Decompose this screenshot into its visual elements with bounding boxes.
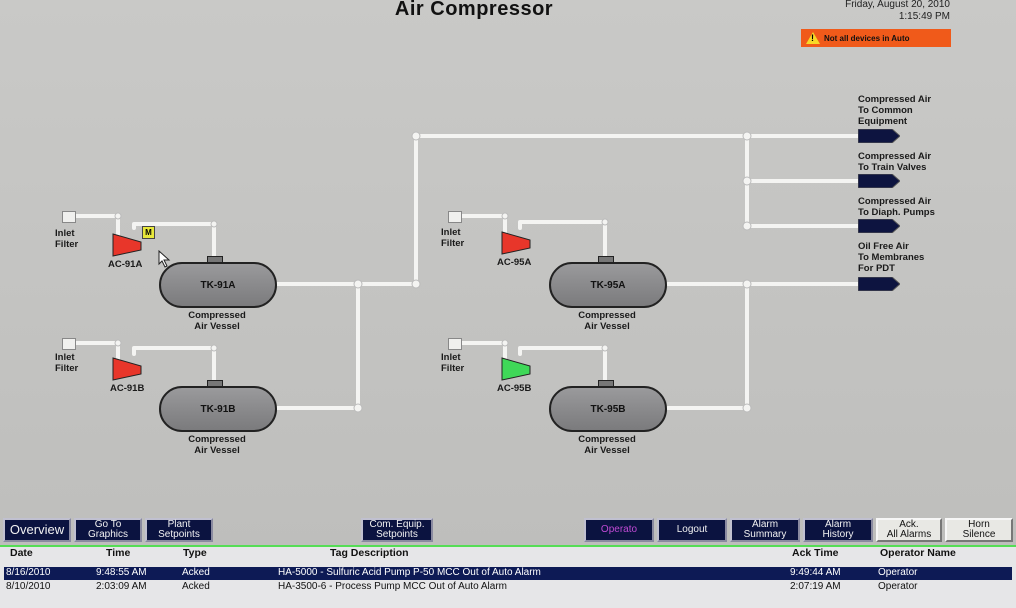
tank-tk91b[interactable]: TK-91B [159, 386, 277, 432]
logout-button[interactable]: Logout [657, 518, 727, 542]
manual-mode-badge: M [142, 226, 155, 239]
tank-tk95b[interactable]: TK-95B [549, 386, 667, 432]
ack-all-alarms-button[interactable]: Ack.All Alarms [876, 518, 942, 542]
time-text: 1:15:49 PM [898, 11, 950, 22]
inlet-filter-icon [62, 338, 76, 350]
column-header-date[interactable]: Date [10, 547, 33, 559]
alarm-row[interactable]: 8/10/2010 2:03:09 AM Acked HA-3500-6 - P… [4, 581, 1012, 594]
column-header-tag-description[interactable]: Tag Description [330, 547, 409, 559]
inlet-filter-icon [448, 338, 462, 350]
compressor-label-ac95a: AC-95A [497, 257, 532, 268]
overview-button[interactable]: Overview [3, 518, 71, 542]
alarm-row[interactable]: 8/16/2010 9:48:55 AM Acked HA-5000 - Sul… [4, 567, 1012, 580]
compressor-icon-ac95b[interactable] [500, 356, 532, 382]
auto-status-alert[interactable]: Not all devices in Auto [801, 29, 951, 47]
compressor-icon-ac91b[interactable] [111, 356, 143, 382]
column-header-type[interactable]: Type [183, 547, 207, 559]
compressor-icon-ac91a[interactable] [111, 232, 143, 258]
output-arrow-membranes[interactable] [858, 277, 900, 291]
alarm-operator: Operator [878, 581, 918, 592]
date-text: Friday, August 20, 2010 [845, 0, 950, 10]
alarm-description: HA-3500-6 - Process Pump MCC Out of Auto… [278, 581, 507, 592]
compressor-label-ac91b: AC-91B [110, 383, 145, 394]
alarm-type: Acked [182, 581, 210, 592]
column-header-time[interactable]: Time [106, 547, 131, 559]
alarm-date: 8/10/2010 [6, 581, 51, 592]
mouse-cursor-icon [158, 250, 171, 268]
alarm-date: 8/16/2010 [6, 567, 51, 578]
compressor-label-ac91a: AC-91A [108, 259, 143, 270]
alarm-ack-time: 2:07:19 AM [790, 581, 841, 592]
inlet-filter-icon [448, 211, 462, 223]
tank-tk91a[interactable]: TK-91A [159, 262, 277, 308]
compressor-label-ac95b: AC-95B [497, 383, 532, 394]
output-arrow-train-valves[interactable] [858, 174, 900, 188]
piping-diagram [68, 131, 860, 413]
alarm-time: 2:03:09 AM [96, 581, 147, 592]
datetime: Friday, August 20, 2010 1:15:49 PM [845, 0, 950, 23]
compressor-icon-ac95a[interactable] [500, 230, 532, 256]
tank-tk95a[interactable]: TK-95A [549, 262, 667, 308]
alarm-description: HA-5000 - Sulfuric Acid Pump P-50 MCC Ou… [278, 567, 541, 578]
alarm-list: Date Time Type Tag Description Ack Time … [0, 545, 1016, 608]
output-arrow-common-equipment[interactable] [858, 129, 900, 143]
page-title: Air Compressor [394, 0, 554, 20]
output-arrow-diaph-pumps[interactable] [858, 219, 900, 233]
alarm-ack-time: 9:49:44 AM [790, 567, 841, 578]
alarm-operator: Operator [878, 567, 918, 578]
inlet-filter-icon [62, 211, 76, 223]
warning-icon [806, 32, 820, 44]
alert-text: Not all devices in Auto [824, 33, 910, 43]
column-header-operator-name[interactable]: Operator Name [880, 547, 956, 559]
alarm-type: Acked [182, 567, 210, 578]
column-header-ack-time[interactable]: Ack Time [792, 547, 839, 559]
com-equip-setpoints-button[interactable]: Com. Equip.Setpoints [361, 518, 433, 542]
operator-button[interactable]: Operato [584, 518, 654, 542]
alarm-time: 9:48:55 AM [96, 567, 147, 578]
